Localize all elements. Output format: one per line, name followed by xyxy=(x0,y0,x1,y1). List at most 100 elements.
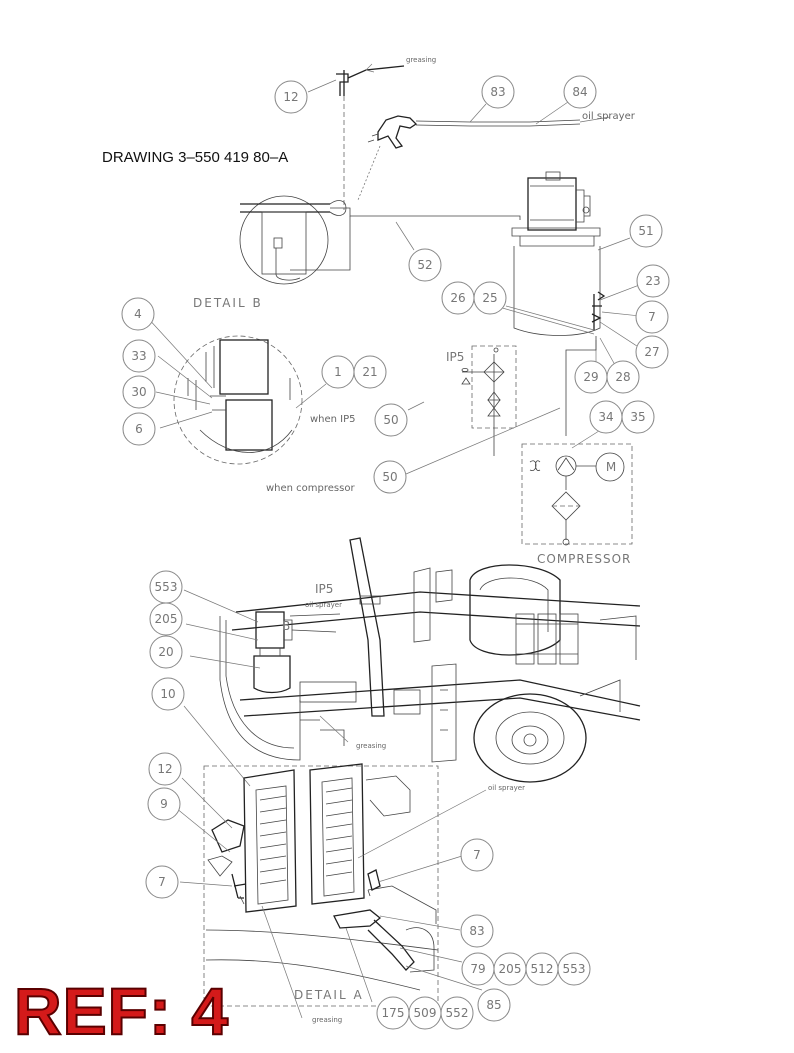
svg-text:205: 205 xyxy=(499,962,522,976)
oil-sprayer-gun xyxy=(367,101,611,149)
detail-b-label: DETAIL B xyxy=(193,296,263,310)
oil-sprayer-reel-label: oil sprayer xyxy=(488,784,525,792)
drawing-title: DRAWING 3–550 419 80–A xyxy=(102,149,289,166)
svg-text:7: 7 xyxy=(648,310,656,324)
svg-text:509: 509 xyxy=(414,1006,437,1020)
callout-79: 79 xyxy=(461,952,495,986)
when-compressor-label: when compressor xyxy=(266,483,355,494)
svg-text:175: 175 xyxy=(382,1006,405,1020)
callout-1: 1 xyxy=(321,355,355,389)
callout-51: 51 xyxy=(629,214,663,248)
svg-text:50: 50 xyxy=(383,413,398,427)
ip5-schematic xyxy=(461,345,517,456)
svg-text:4: 4 xyxy=(134,307,142,321)
callout-6: 6 xyxy=(122,412,156,446)
svg-text:552: 552 xyxy=(446,1006,469,1020)
callout-4: 4 xyxy=(121,297,155,331)
detail-b-hose-reel xyxy=(239,195,347,285)
svg-text:20: 20 xyxy=(158,645,173,659)
grease-pump-tank xyxy=(511,171,601,336)
callout-30: 30 xyxy=(122,375,156,409)
callout-7-right: 7 xyxy=(460,838,494,872)
svg-text:9: 9 xyxy=(160,797,168,811)
svg-text:84: 84 xyxy=(572,85,587,99)
callout-35: 35 xyxy=(621,400,655,434)
svg-text:21: 21 xyxy=(362,365,377,379)
svg-text:27: 27 xyxy=(644,345,659,359)
svg-text:28: 28 xyxy=(615,370,630,384)
truck-chassis xyxy=(219,537,641,783)
sprayer-hose-dotted xyxy=(357,145,381,201)
svg-text:25: 25 xyxy=(482,291,497,305)
callout-12-top: 12 xyxy=(274,80,308,114)
callout-85: 85 xyxy=(477,988,511,1022)
svg-text:50: 50 xyxy=(382,470,397,484)
svg-text:35: 35 xyxy=(630,410,645,424)
svg-text:12: 12 xyxy=(283,90,298,104)
callout-33: 33 xyxy=(122,339,156,373)
callout-205-top: 205 xyxy=(149,602,183,636)
callout-7-top: 7 xyxy=(635,300,669,334)
motor-label: M xyxy=(606,460,616,474)
callout-50-ip5: 50 xyxy=(374,403,408,437)
oil-sprayer-label-top: oil sprayer xyxy=(582,111,636,122)
callout-23: 23 xyxy=(636,264,670,298)
callout-25: 25 xyxy=(473,281,507,315)
svg-text:29: 29 xyxy=(583,370,598,384)
callout-21: 21 xyxy=(353,355,387,389)
supply-line xyxy=(565,336,597,436)
greasing-label-bottom: greasing xyxy=(312,1016,342,1024)
callout-83-top: 83 xyxy=(481,75,515,109)
svg-text:30: 30 xyxy=(131,385,146,399)
callout-27: 27 xyxy=(635,335,669,369)
svg-text:553: 553 xyxy=(563,962,586,976)
callout-29: 29 xyxy=(574,360,608,394)
callout-84: 84 xyxy=(563,75,597,109)
hose-52-return xyxy=(290,216,351,271)
greasing-valve-top xyxy=(307,63,405,96)
greasing-truck-label: greasing xyxy=(356,742,386,750)
svg-text:34: 34 xyxy=(598,410,613,424)
callout-205-bottom: 205 xyxy=(493,952,527,986)
svg-text:553: 553 xyxy=(155,580,178,594)
callout-83-bottom: 83 xyxy=(460,914,494,948)
svg-text:26: 26 xyxy=(450,291,465,305)
callout-12-bottom: 12 xyxy=(148,752,182,786)
svg-text:1: 1 xyxy=(334,365,342,379)
svg-text:512: 512 xyxy=(531,962,554,976)
ip5-schematic-label: IP5 xyxy=(446,350,464,364)
svg-text:205: 205 xyxy=(155,612,178,626)
svg-text:52: 52 xyxy=(417,258,432,272)
callout-50-compressor: 50 xyxy=(373,460,407,494)
greasing-label-top: greasing xyxy=(406,56,436,64)
svg-text:12: 12 xyxy=(157,762,172,776)
callout-10: 10 xyxy=(151,677,185,711)
detail-b-marker: B xyxy=(282,619,290,633)
callout-9: 9 xyxy=(147,787,181,821)
svg-text:6: 6 xyxy=(135,422,143,436)
svg-text:10: 10 xyxy=(160,687,175,701)
ref-label: REF: 4 xyxy=(13,974,230,1048)
when-ip5-label: when IP5 xyxy=(310,414,356,425)
detail-a-hose-reels xyxy=(203,763,439,1007)
callout-34: 34 xyxy=(589,400,623,434)
callout-20: 20 xyxy=(149,635,183,669)
svg-text:83: 83 xyxy=(469,924,484,938)
ip5-truck-label: IP5 xyxy=(315,582,333,596)
callout-509: 509 xyxy=(408,996,442,1030)
svg-text:85: 85 xyxy=(486,998,501,1012)
callout-512: 512 xyxy=(525,952,559,986)
callout-28: 28 xyxy=(606,360,640,394)
svg-text:79: 79 xyxy=(470,962,485,976)
hose-52 xyxy=(330,207,521,220)
svg-text:51: 51 xyxy=(638,224,653,238)
svg-text:83: 83 xyxy=(490,85,505,99)
svg-text:33: 33 xyxy=(131,349,146,363)
callout-52: 52 xyxy=(408,248,442,282)
svg-text:7: 7 xyxy=(473,848,481,862)
pump-detail-circle xyxy=(173,335,303,465)
oil-sprayer-truck-label: oil sprayer xyxy=(305,601,342,609)
svg-text:23: 23 xyxy=(645,274,660,288)
callout-553-bottom: 553 xyxy=(557,952,591,986)
